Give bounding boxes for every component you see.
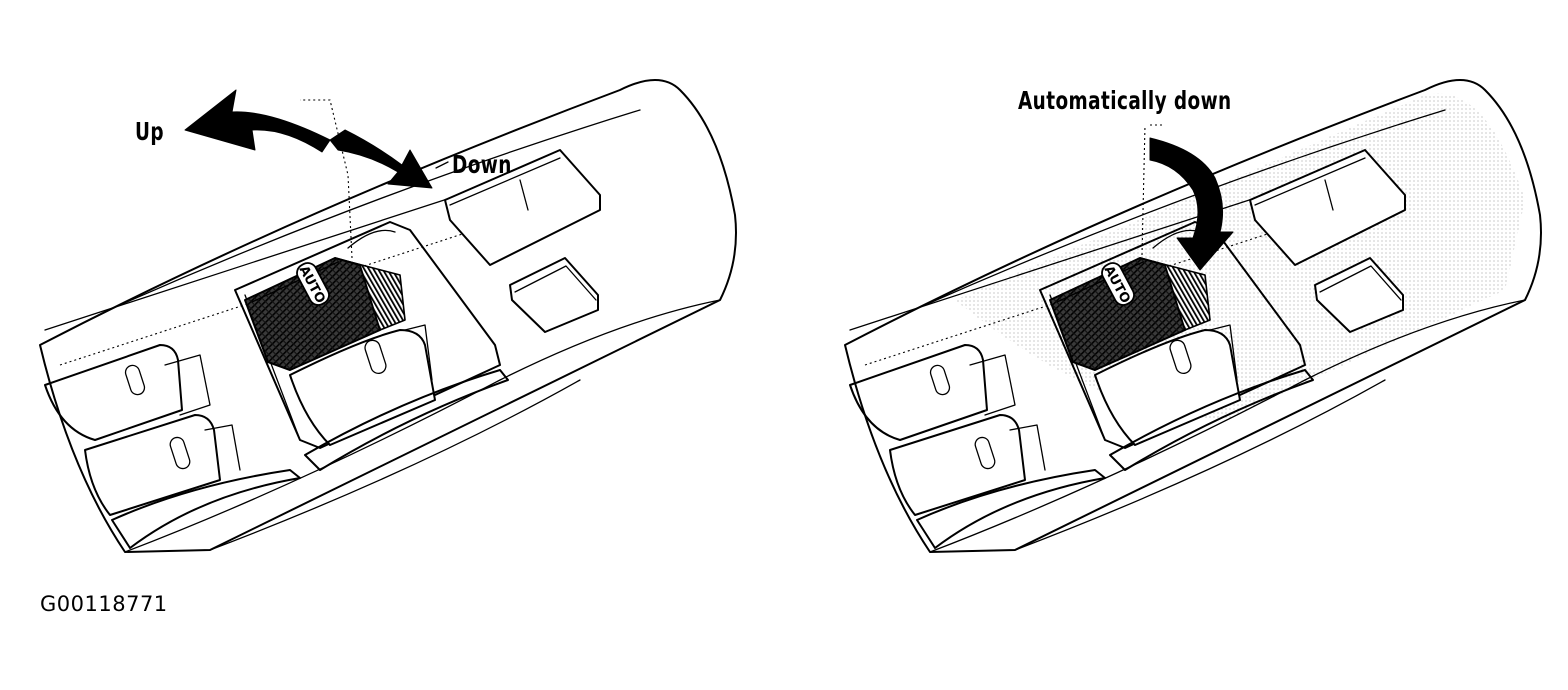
up-label: Up [135, 117, 165, 146]
figure-id: G00118771 [40, 592, 168, 616]
automatically-down-arrow [1149, 137, 1234, 271]
left-panel-diagram: AUTO [39, 79, 737, 553]
down-arrow [329, 129, 433, 189]
left-leader-line [300, 99, 353, 259]
down-label: Down [452, 150, 512, 179]
left-window-switch-panel [39, 79, 737, 553]
right-panel-diagram: AUTO [844, 79, 1542, 553]
right-leader-line-a [1141, 124, 1146, 256]
right-armrest-shading [955, 93, 1525, 420]
automatically-down-label: Automatically down [1018, 86, 1232, 115]
up-arrow [184, 89, 331, 153]
down-label-leader [435, 161, 449, 169]
